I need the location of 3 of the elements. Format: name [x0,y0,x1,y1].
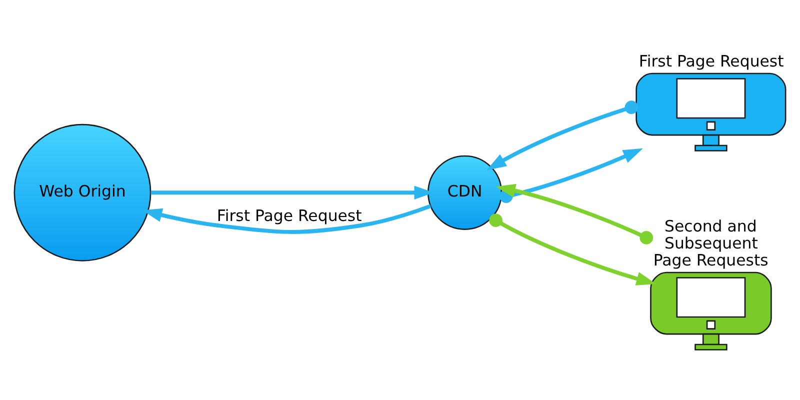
node-label: First Page Request [638,50,784,70]
edge-label: First Page Request [216,205,362,224]
node-label: Second and Subsequent Page Requests [653,216,768,269]
